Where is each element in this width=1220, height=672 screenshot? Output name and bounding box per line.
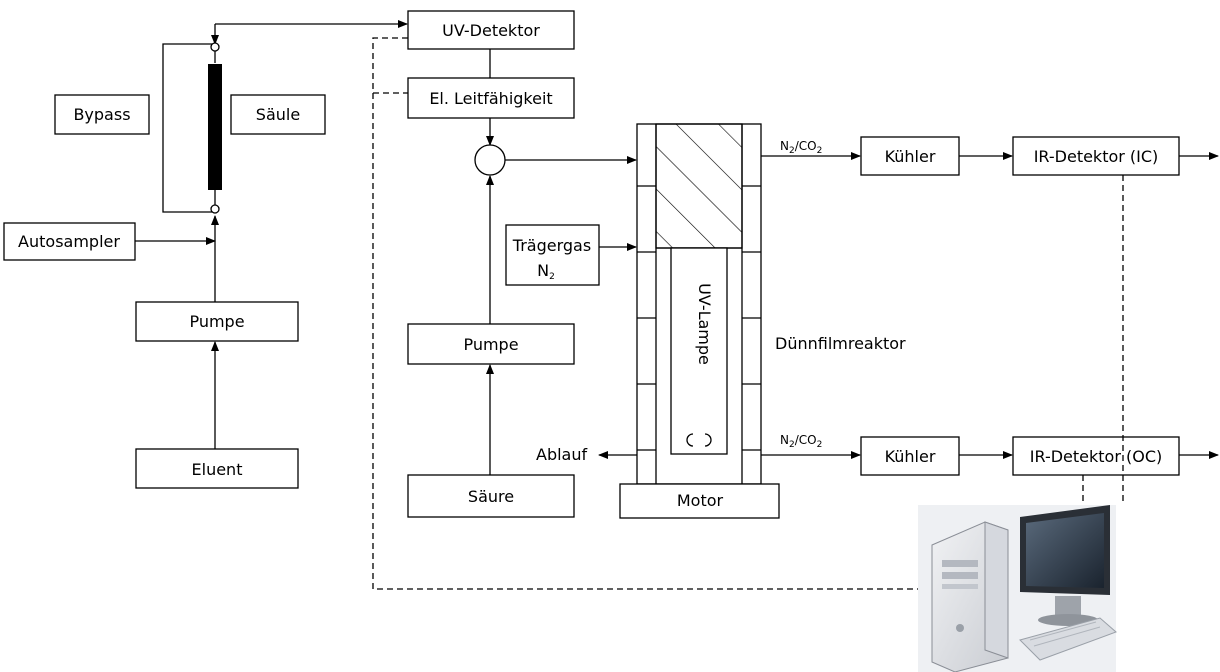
traegergas-box: Trägergas N2 — [506, 225, 599, 285]
svg-text:Eluent: Eluent — [192, 460, 243, 479]
pumpe-middle-box: Pumpe — [408, 324, 574, 364]
motor-box: Motor — [620, 484, 779, 518]
eluent-box: Eluent — [136, 449, 298, 488]
column-body — [208, 64, 222, 190]
svg-text:IR-Detektor (OC): IR-Detektor (OC) — [1030, 447, 1162, 466]
valve-bottom — [211, 205, 219, 213]
pumpe-left-box: Pumpe — [136, 302, 298, 341]
saeule-box: Säule — [231, 95, 325, 134]
valve-top — [211, 43, 219, 51]
svg-text:IR-Detektor (IC): IR-Detektor (IC) — [1034, 147, 1159, 166]
svg-text:Säure: Säure — [468, 487, 514, 506]
saeure-box: Säure — [408, 475, 574, 517]
ir-detektor-oc-box: IR-Detektor (OC) — [1013, 437, 1179, 475]
computer-icon — [918, 505, 1116, 672]
svg-text:Kühler: Kühler — [885, 447, 936, 466]
kuehler-top-box: Kühler — [861, 137, 959, 175]
uv-lampe-label: UV-Lampe — [695, 283, 714, 365]
svg-text:Pumpe: Pumpe — [463, 335, 518, 354]
gas-label-bottom: N2/CO2 — [780, 433, 822, 450]
svg-text:Kühler: Kühler — [885, 147, 936, 166]
ablauf-label: Ablauf — [536, 445, 587, 464]
gas-label-top: N2/CO2 — [780, 139, 822, 156]
svg-text:Säule: Säule — [256, 105, 300, 124]
bypass-box: Bypass — [55, 95, 149, 134]
svg-text:Motor: Motor — [677, 491, 724, 510]
mixing-point — [475, 145, 505, 175]
kuehler-bottom-box: Kühler — [861, 437, 959, 475]
svg-text:El. Leitfähigkeit: El. Leitfähigkeit — [429, 89, 552, 108]
ir-detektor-ic-box: IR-Detektor (IC) — [1013, 137, 1179, 175]
autosampler-box: Autosampler — [4, 223, 135, 260]
svg-text:Trägergas: Trägergas — [512, 236, 591, 255]
svg-text:UV-Detektor: UV-Detektor — [442, 21, 540, 40]
uv-detektor-box: UV-Detektor — [408, 11, 574, 49]
svg-text:Autosampler: Autosampler — [18, 232, 120, 251]
leitfaehigkeit-box: El. Leitfähigkeit — [408, 78, 574, 118]
svg-text:Bypass: Bypass — [73, 105, 130, 124]
svg-text:Pumpe: Pumpe — [189, 312, 244, 331]
duennfilmreaktor-label: Dünnfilmreaktor — [775, 334, 906, 353]
